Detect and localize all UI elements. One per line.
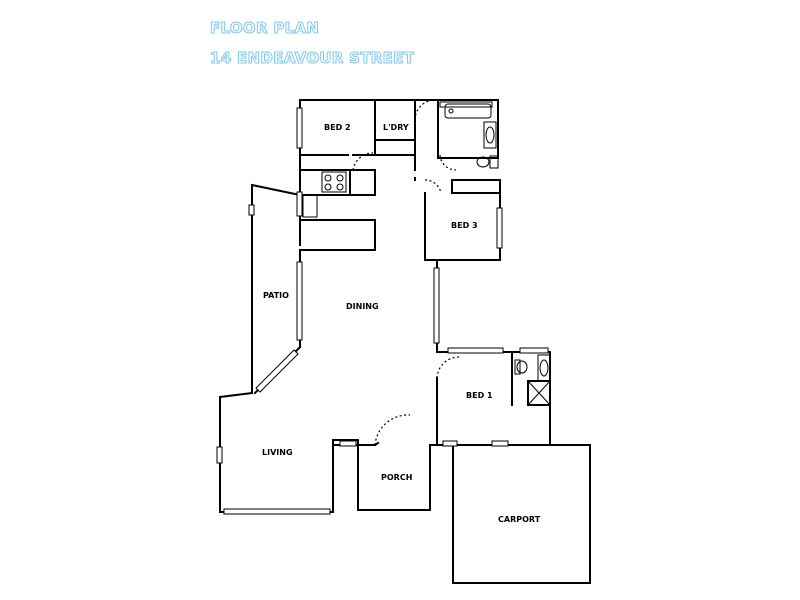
room-label-bed3: BED 3 <box>451 221 478 230</box>
room-labels: BED 2 L'DRY BED 3 PATIO DINING BED 1 LIV… <box>262 123 541 524</box>
plan-address: 14 ENDEAVOUR STREET <box>209 49 415 68</box>
room-label-carport: CARPORT <box>498 515 541 524</box>
room-label-patio: PATIO <box>263 291 289 300</box>
fixtures <box>321 103 551 382</box>
room-label-bed1: BED 1 <box>466 391 493 400</box>
room-label-bed2: BED 2 <box>324 123 351 132</box>
room-label-living: LIVING <box>262 448 293 457</box>
door-swings <box>352 99 460 447</box>
room-label-porch: PORCH <box>381 473 412 482</box>
room-label-dining: DINING <box>346 302 379 311</box>
plan-title: FLOOR PLAN <box>209 19 320 38</box>
room-label-laundry: L'DRY <box>383 123 409 132</box>
